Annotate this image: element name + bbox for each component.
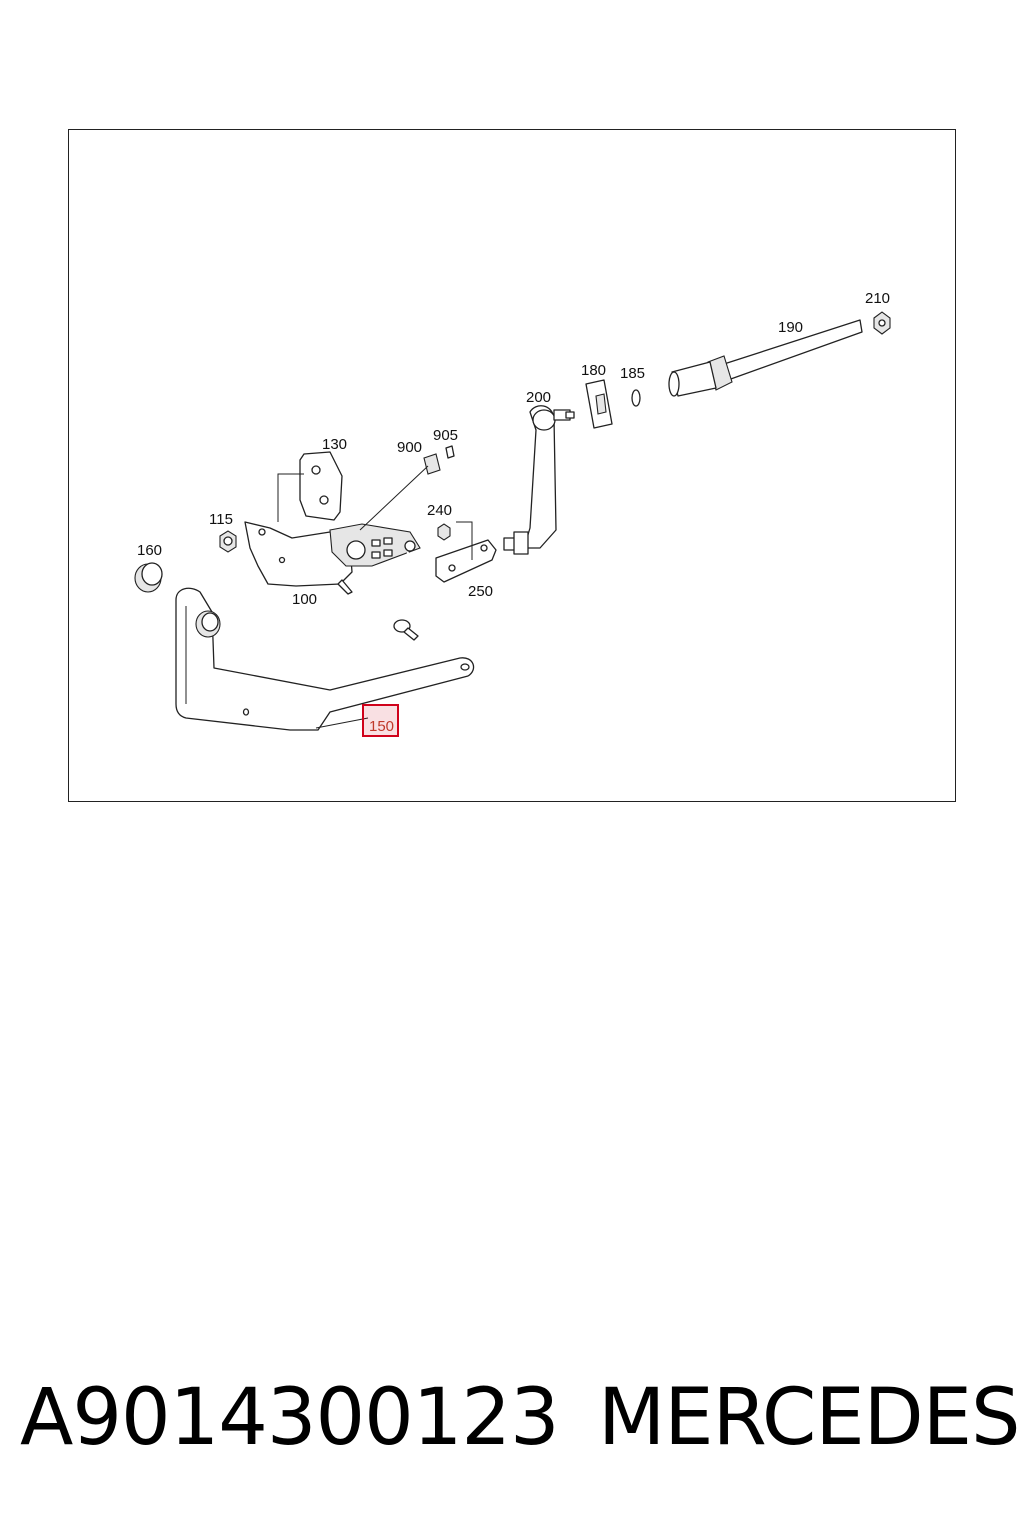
label-100: 100 xyxy=(292,591,317,608)
label-150-highlight-box xyxy=(362,704,399,737)
label-905: 905 xyxy=(433,427,458,444)
leader-lines xyxy=(277,465,473,729)
label-190: 190 xyxy=(778,319,803,336)
part-160-bushing xyxy=(134,562,163,593)
label-130: 130 xyxy=(322,436,347,453)
part-sensor-assembly xyxy=(329,523,421,641)
caption: A9014300123 MERCEDES xyxy=(0,1368,1024,1478)
part-115-nut xyxy=(219,530,237,553)
part-900-clip xyxy=(423,453,441,475)
label-115: 115 xyxy=(209,511,233,528)
part-190-shaft xyxy=(668,319,863,397)
part-905-screw xyxy=(445,445,455,459)
brand-name: MERCEDES xyxy=(598,1373,1020,1463)
label-900: 900 xyxy=(397,439,422,456)
label-150: 150 xyxy=(369,718,394,735)
part-185-washer xyxy=(631,389,641,407)
part-240-nut xyxy=(437,523,451,541)
part-200-crank-lever xyxy=(503,405,575,555)
label-180: 180 xyxy=(581,362,606,379)
part-210-nut xyxy=(873,311,891,335)
part-number: A9014300123 xyxy=(20,1373,560,1463)
part-100-bracket xyxy=(244,521,353,595)
part-180-clamp xyxy=(585,379,613,429)
label-200: 200 xyxy=(526,389,551,406)
label-185: 185 xyxy=(620,365,645,382)
callout-labels: 210 190 180 185 200 130 900 905 240 115 … xyxy=(137,290,890,737)
part-150-lever-arm xyxy=(175,587,475,731)
part-250-bracket xyxy=(435,539,497,583)
label-160: 160 xyxy=(137,542,162,559)
label-240: 240 xyxy=(427,502,452,519)
label-250: 250 xyxy=(468,583,493,600)
label-210: 210 xyxy=(865,290,890,307)
part-130-plate xyxy=(299,451,343,521)
